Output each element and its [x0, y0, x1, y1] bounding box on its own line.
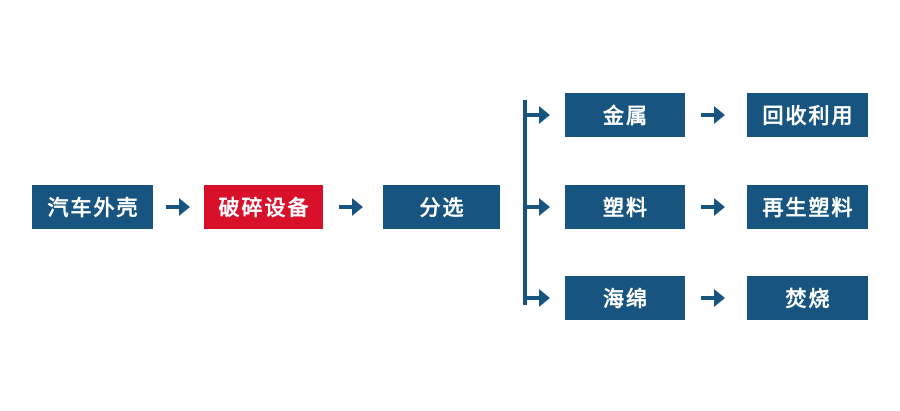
- node-recycling: 回收利用: [747, 93, 868, 137]
- node-metal: 金属: [565, 93, 685, 137]
- arrow-right-icon: [701, 198, 725, 216]
- arrow-right-icon: [701, 289, 725, 307]
- node-sorting: 分选: [383, 185, 500, 229]
- arrow-right-icon: [701, 106, 725, 124]
- arrow-right-icon: [526, 198, 550, 216]
- arrow-right-icon: [339, 198, 363, 216]
- node-incineration: 焚烧: [747, 276, 868, 320]
- node-plastic: 塑料: [565, 185, 685, 229]
- arrow-right-icon: [526, 289, 550, 307]
- node-recycled-plastic: 再生塑料: [747, 185, 868, 229]
- arrow-right-icon: [166, 198, 190, 216]
- node-car-shell: 汽车外壳: [32, 185, 153, 229]
- arrow-right-icon: [526, 106, 550, 124]
- node-crushing-equipment: 破碎设备: [204, 185, 323, 229]
- branch-connector-line: [523, 100, 527, 305]
- node-sponge: 海绵: [565, 276, 685, 320]
